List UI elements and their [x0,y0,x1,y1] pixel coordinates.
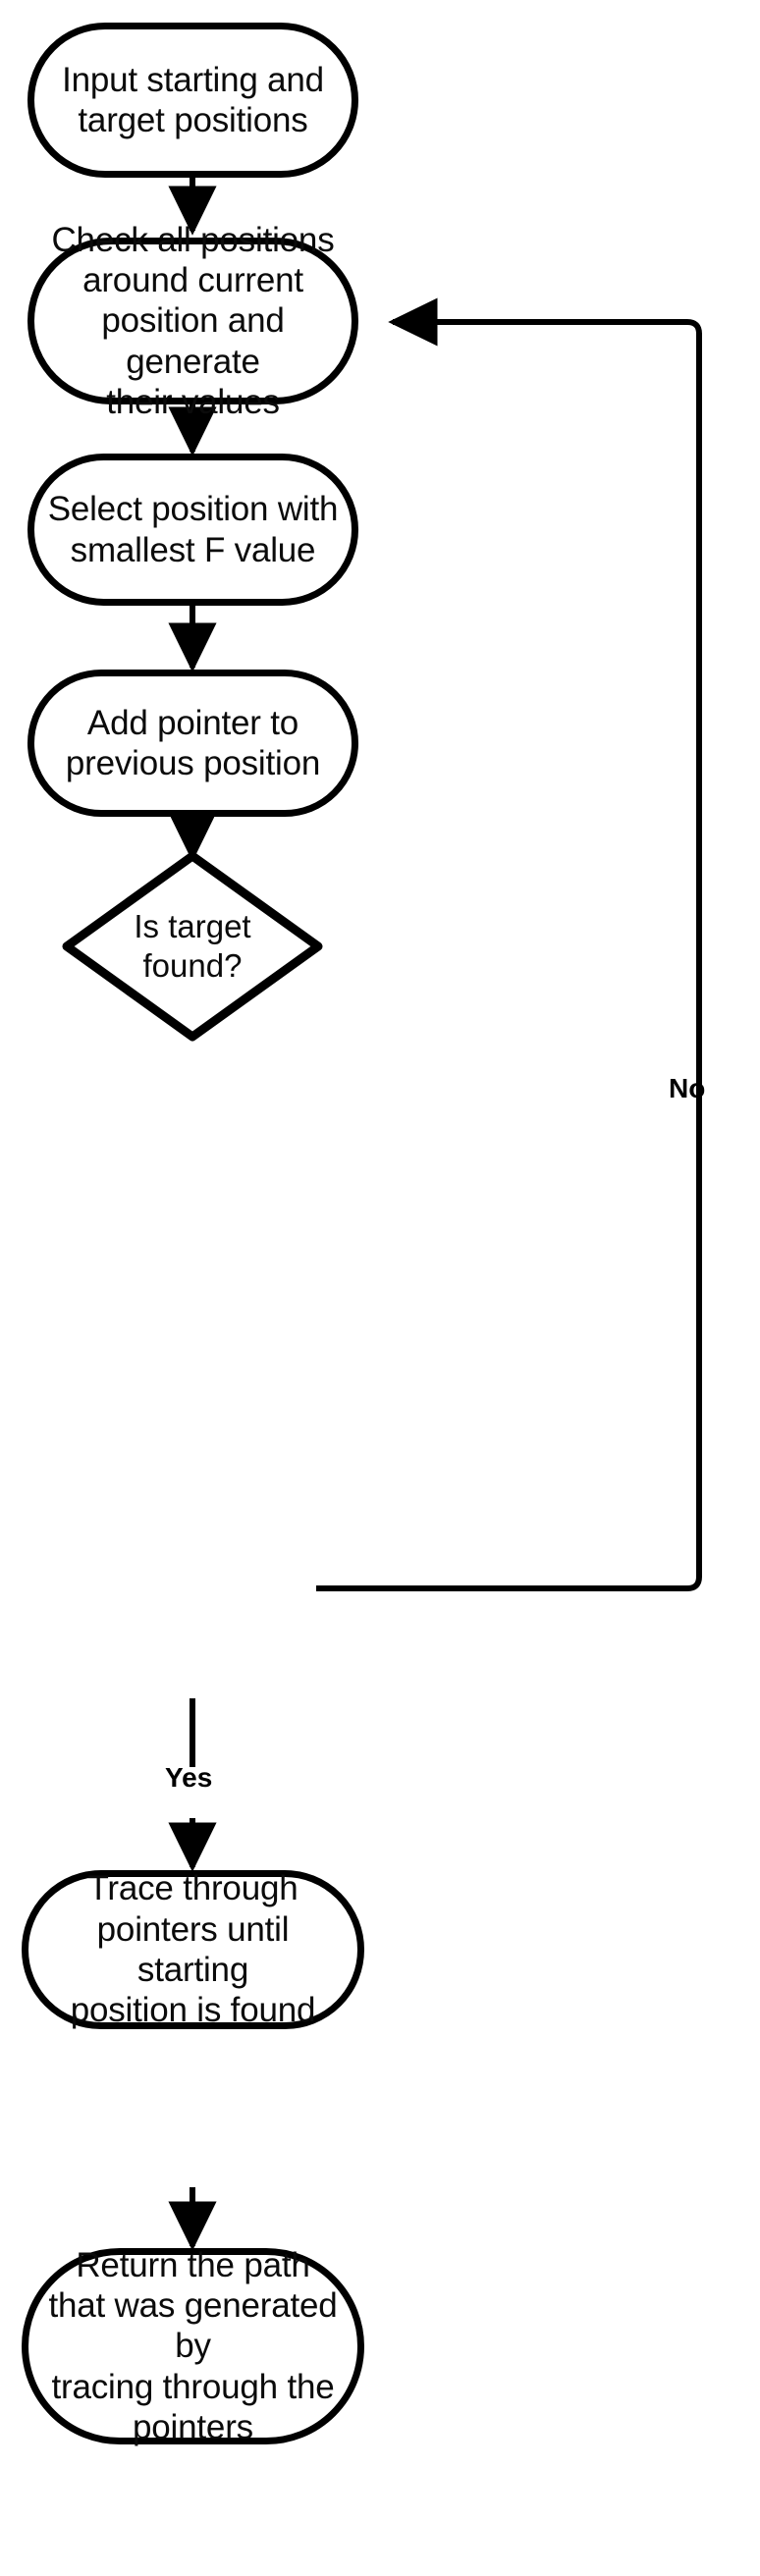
connector-no-loop [316,297,702,1591]
node-trace-pointers-label: Trace through pointers until starting po… [70,1869,316,2030]
node-check-positions-label: Check all positions around current posit… [51,220,335,421]
edge-label-yes: Yes [165,1762,213,1793]
node-add-pointer[interactable]: Add pointer to previous position [27,670,358,817]
node-return-path-label: Return the path that was generated by tr… [48,2245,338,2446]
diamond-shape [62,851,323,1042]
node-return-path[interactable]: Return the path that was generated by tr… [22,2245,364,2446]
node-input-positions[interactable]: Input starting and target positions [27,23,358,178]
node-add-pointer-label: Add pointer to previous position [65,703,321,782]
node-check-positions[interactable]: Check all positions around current posit… [27,221,358,421]
node-is-target-found-label: Is target found? [134,908,251,984]
node-input-positions-label: Input starting and target positions [62,60,324,139]
node-select-smallest-f[interactable]: Select position with smallest F value [27,454,358,606]
node-select-smallest-f-label: Select position with smallest F value [47,490,339,569]
node-trace-pointers[interactable]: Trace through pointers until starting po… [22,1869,364,2030]
node-is-target-found[interactable]: Is target found? [61,850,324,1043]
edge-label-no: No [669,1073,706,1103]
